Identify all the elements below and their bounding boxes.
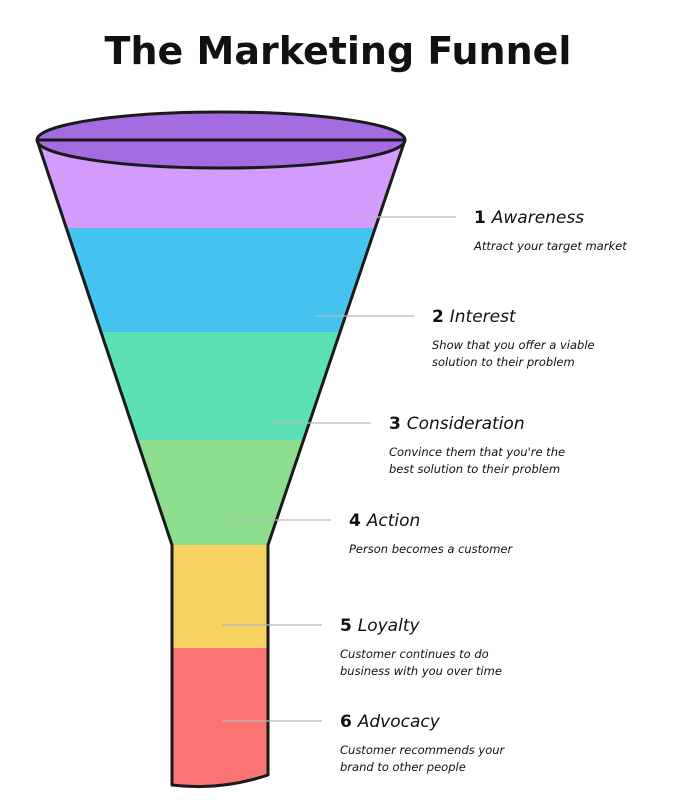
stage-name: Consideration <box>407 414 525 434</box>
stage-description: Person becomes a customer <box>349 542 513 556</box>
stage-number: 1 <box>474 208 492 228</box>
stage-description: brand to other people <box>340 760 466 774</box>
stage-heading: 3 Consideration <box>389 414 525 434</box>
stage-heading: 5 Loyalty <box>340 616 420 636</box>
funnel-outline <box>35 138 407 789</box>
stage-number: 3 <box>389 414 407 434</box>
stage-description: solution to their problem <box>432 355 575 369</box>
stage-number: 4 <box>349 511 367 531</box>
stage-description: Convince them that you're the <box>389 445 565 459</box>
stage-description: best solution to their problem <box>389 462 560 476</box>
stage-number: 5 <box>340 616 358 636</box>
funnel-band-4 <box>37 440 405 580</box>
funnel-band-3 <box>37 332 405 475</box>
stage-description: business with you over time <box>340 664 502 678</box>
stage-description: Customer continues to do <box>340 647 489 661</box>
stage-number: 6 <box>340 712 358 732</box>
stage-name: Advocacy <box>357 712 441 732</box>
stage-name: Action <box>366 511 421 531</box>
funnel-rim-outline <box>35 110 407 170</box>
stage-heading: 6 Advocacy <box>340 712 441 732</box>
stage-heading: 2 Interest <box>432 307 517 327</box>
stage-name: Interest <box>450 307 517 327</box>
stage-name: Loyalty <box>358 616 421 636</box>
diagram-title: The Marketing Funnel <box>105 29 572 73</box>
stage-name: Awareness <box>491 208 584 228</box>
funnel-bands <box>37 112 405 787</box>
funnel-band-6 <box>37 648 405 787</box>
stage-heading: 4 Action <box>349 511 420 531</box>
stage-description: Show that you offer a viable <box>432 338 595 352</box>
stage-number: 2 <box>432 307 450 327</box>
stage-heading: 1 Awareness <box>474 208 584 228</box>
stage-description: Customer recommends your <box>340 743 506 757</box>
funnel-band-5 <box>37 545 405 683</box>
stage-description: Attract your target market <box>473 239 627 253</box>
